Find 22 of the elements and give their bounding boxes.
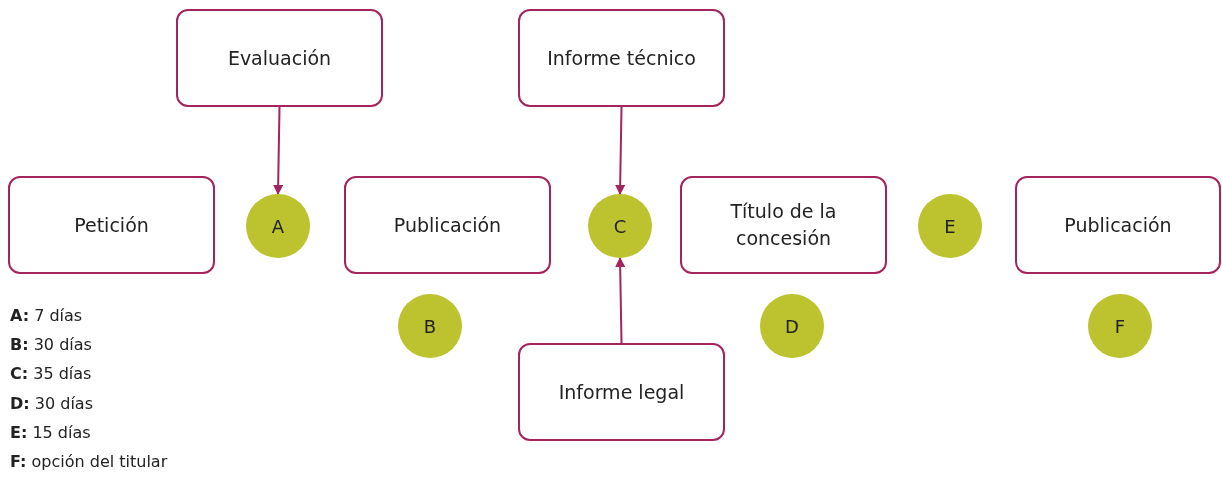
process-box: Petición bbox=[8, 176, 215, 274]
step-circle: A bbox=[246, 194, 310, 258]
duration-note: C: 35 días bbox=[10, 364, 92, 384]
duration-note: A: 7 días bbox=[10, 306, 83, 325]
duration-note: E: 15 días bbox=[10, 422, 91, 442]
step-circle: D bbox=[760, 294, 824, 358]
duration-note: B: 30 días bbox=[10, 335, 92, 355]
duration-note: F: opción del titular bbox=[10, 452, 168, 471]
process-box: Informe técnico bbox=[518, 9, 725, 107]
duration-note: D: 30 días bbox=[10, 393, 93, 413]
arrow bbox=[615, 257, 626, 344]
step-circle: C bbox=[588, 194, 652, 258]
process-box: Informe legal bbox=[518, 343, 725, 441]
step-circle: F bbox=[1088, 294, 1152, 358]
step-circle: E bbox=[918, 194, 982, 258]
arrow bbox=[273, 106, 284, 195]
arrow bbox=[615, 106, 626, 195]
process-box: Publicación bbox=[1015, 176, 1221, 274]
process-box: Publicación bbox=[344, 176, 551, 274]
process-box: Título de la concesión bbox=[680, 176, 887, 274]
process-box: Evaluación bbox=[176, 9, 383, 107]
step-circle: B bbox=[398, 294, 462, 358]
